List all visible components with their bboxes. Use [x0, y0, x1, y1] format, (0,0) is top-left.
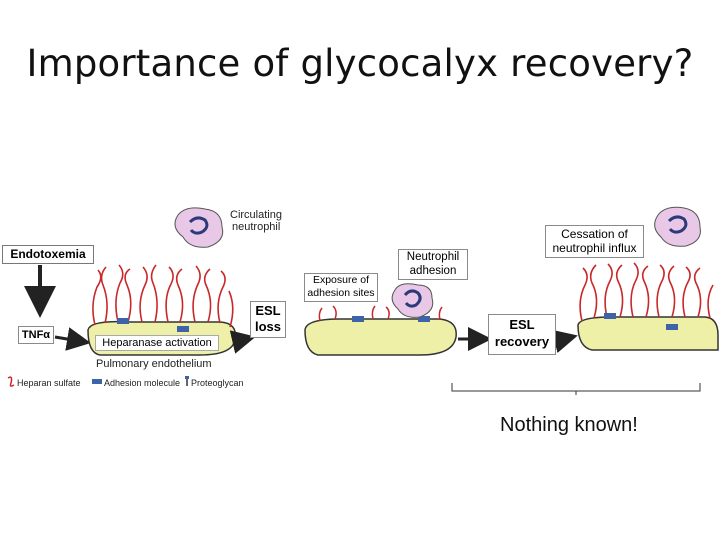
cessation-box: Cessation of neutrophil influx — [545, 225, 644, 258]
heparan-chains-1 — [92, 264, 234, 328]
tnf-arrow — [54, 327, 91, 351]
tnf-box: TNFα — [18, 326, 54, 344]
bracket — [451, 383, 701, 399]
glycocalyx-diagram: Endotoxemia TNFα Circulating neutrophil … — [0, 195, 720, 399]
legend-proteoglycan-label: Proteoglycan — [191, 378, 244, 388]
endothelial-cell-2 — [304, 305, 457, 356]
slide-title: Importance of glycocalyx recovery? — [26, 42, 694, 85]
nothing-known-note: Nothing known! — [500, 414, 638, 436]
esl-loss-line2: loss — [254, 319, 281, 334]
cessation-line2: neutrophil influx — [552, 241, 637, 255]
pulmonary-endothelium-label: Pulmonary endothelium — [96, 358, 212, 370]
cessation-line1: Cessation of — [561, 227, 628, 241]
arrow-3 — [551, 329, 578, 354]
exposure-box: Exposure of adhesion sites — [304, 273, 378, 302]
legend-heparan-label: Heparan sulfate — [17, 378, 81, 388]
legend-adhesion-label: Adhesion molecule — [104, 378, 181, 388]
adhesion-legend-icon — [92, 379, 102, 384]
neutrophil-adhesion-box: Neutrophil adhesion — [398, 249, 468, 280]
heparan-legend-icon — [7, 376, 15, 387]
endotoxemia-box: Endotoxemia — [2, 245, 94, 264]
esl-recovery-line1: ESL — [509, 317, 535, 332]
adhesion-line2: adhesion — [409, 265, 457, 277]
circulating-neutrophil-label: Circulating neutrophil — [230, 209, 282, 233]
esl-recovery-box: ESL recovery — [488, 314, 556, 355]
esl-loss-line1: ESL — [255, 303, 281, 318]
adhering-neutrophil — [391, 283, 434, 318]
heparan-chains-3 — [579, 262, 714, 322]
heparanase-box: Heparanase activation — [95, 335, 219, 351]
circulating-line2: neutrophil — [232, 221, 281, 233]
neutrophil-right — [654, 206, 701, 247]
circulating-line1: Circulating — [230, 209, 282, 221]
exposure-line1: Exposure of — [312, 274, 370, 286]
adhesion-line1: Neutrophil — [406, 251, 460, 263]
circulating-neutrophil — [174, 207, 224, 248]
endothelial-cell-3 — [577, 262, 719, 351]
arrow-1 — [229, 330, 256, 354]
exposure-line2: adhesion sites — [307, 287, 375, 299]
esl-loss-box: ESL loss — [250, 301, 286, 338]
esl-recovery-line2: recovery — [494, 334, 550, 349]
